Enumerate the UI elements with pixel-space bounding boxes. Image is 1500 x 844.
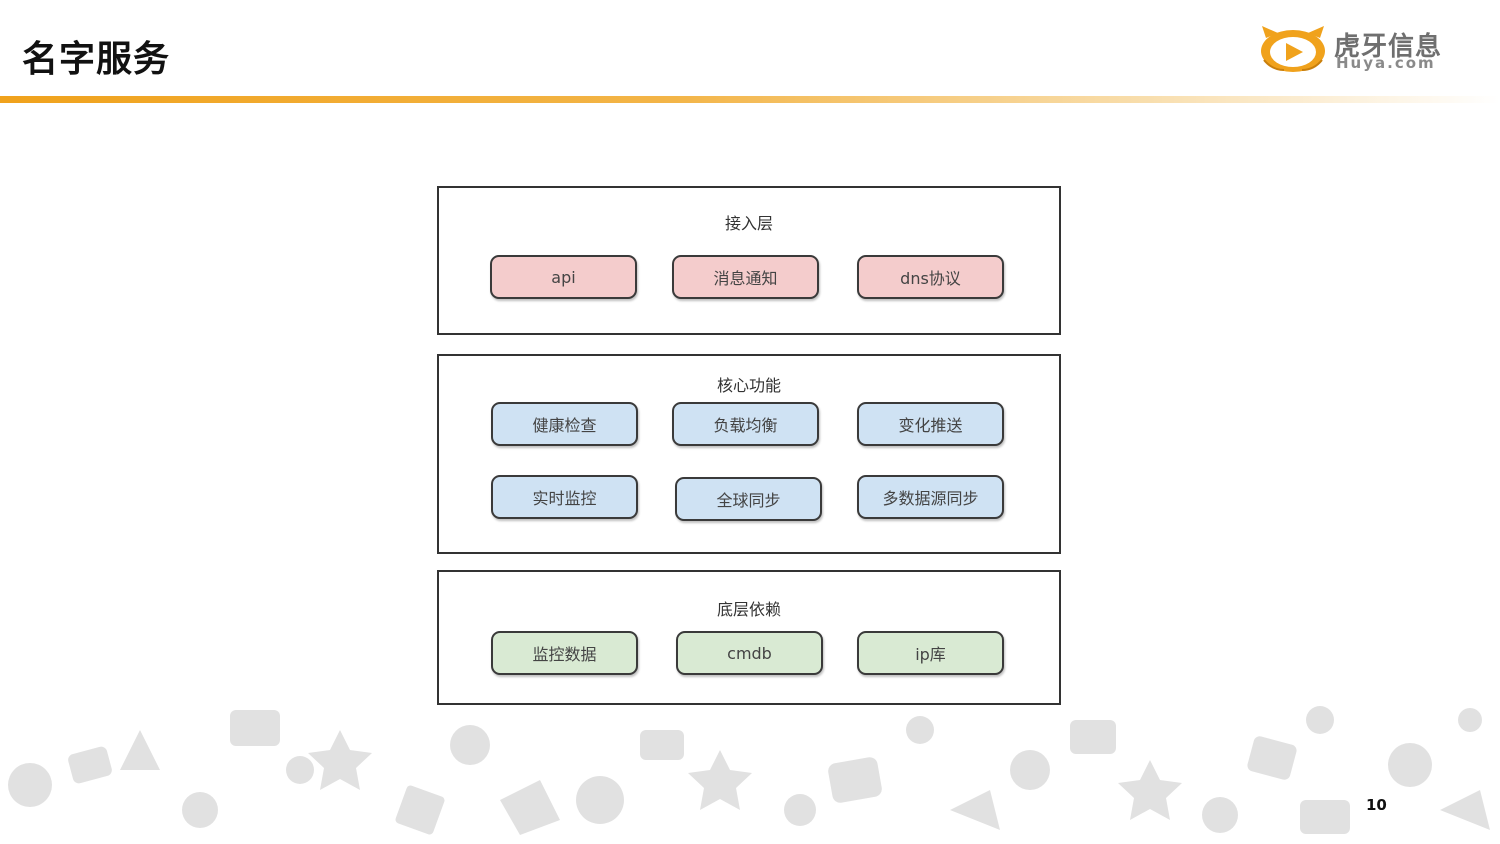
- layer-title: 核心功能: [716, 376, 781, 395]
- huya-logo: 虎牙信息 Huya.com: [1258, 24, 1468, 74]
- node-cmdb: cmdb: [676, 631, 823, 675]
- node-message-notify: 消息通知: [672, 255, 819, 299]
- layer-title: 接入层: [724, 214, 773, 233]
- logo-english-text: Huya.com: [1336, 54, 1436, 72]
- layer-core: 核心功能 健康检查 负载均衡 变化推送 实时监控 全球同步 多数据源同步: [437, 354, 1061, 554]
- node-load-balance: 负载均衡: [672, 402, 819, 446]
- logo-chinese-text: 虎牙信息: [1334, 32, 1443, 62]
- node-monitor-data: 监控数据: [491, 631, 638, 675]
- huya-tiger-icon: [1261, 26, 1325, 72]
- node-api: api: [490, 255, 637, 299]
- node-global-sync: 全球同步: [675, 477, 822, 521]
- node-change-push: 变化推送: [857, 402, 1004, 446]
- title-underline-bar: [0, 96, 1500, 103]
- layer-dependency: 底层依赖 监控数据 cmdb ip库: [437, 570, 1061, 705]
- layer-access: 接入层 api 消息通知 dns协议: [437, 186, 1061, 335]
- page-title: 名字服务: [22, 38, 171, 80]
- page-number: 10: [1366, 796, 1387, 814]
- node-health-check: 健康检查: [491, 402, 638, 446]
- node-multi-source-sync: 多数据源同步: [857, 475, 1004, 519]
- node-realtime-monitor: 实时监控: [491, 475, 638, 519]
- node-dns-protocol: dns协议: [857, 255, 1004, 299]
- footer-pattern-decoration: [8, 706, 1490, 835]
- node-ip-library: ip库: [857, 631, 1004, 675]
- layer-title: 底层依赖: [716, 600, 781, 619]
